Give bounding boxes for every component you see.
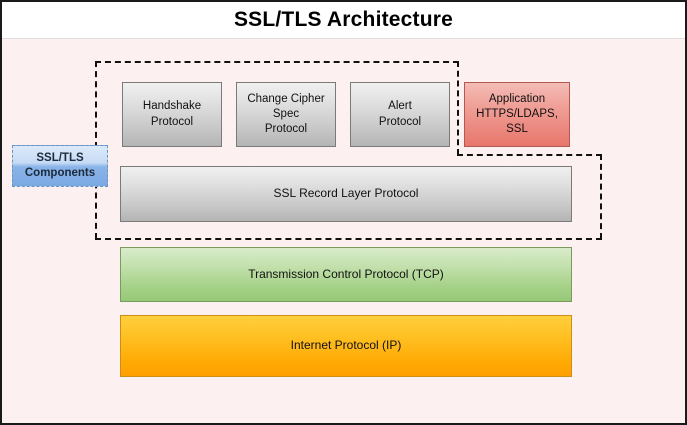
- components-outline-step: [457, 154, 602, 156]
- ip-box: Internet Protocol (IP): [120, 315, 572, 377]
- change-cipher-line-3: Protocol: [264, 123, 308, 136]
- alert-protocol-box: Alert Protocol: [350, 82, 450, 147]
- title-band: [2, 2, 685, 39]
- tcp-box: Transmission Control Protocol (TCP): [120, 247, 572, 302]
- handshake-line-1: Handshake: [142, 100, 202, 113]
- change-cipher-line-1: Change Cipher: [247, 92, 325, 105]
- page-title: SSL/TLS Architecture: [233, 8, 454, 31]
- application-line-2: HTTPS/LDAPS,: [476, 107, 558, 120]
- alert-line-2: Protocol: [378, 115, 422, 128]
- handshake-protocol-box: Handshake Protocol: [122, 82, 222, 147]
- components-label-line-2: Components: [24, 167, 96, 179]
- components-outline-right-upper: [457, 61, 459, 155]
- ssl-record-layer-label: SSL Record Layer Protocol: [273, 186, 419, 201]
- ip-label: Internet Protocol (IP): [290, 338, 402, 353]
- ssl-tls-components-label: SSL/TLS Components: [12, 145, 108, 187]
- handshake-line-2: Protocol: [150, 115, 194, 128]
- components-outline-bottom: [95, 238, 602, 240]
- alert-line-1: Alert: [388, 100, 412, 113]
- change-cipher-line-2: Spec: [272, 107, 300, 120]
- application-line-3: SSL: [506, 123, 528, 136]
- components-label-line-1: SSL/TLS: [36, 151, 84, 164]
- change-cipher-spec-protocol-box: Change Cipher Spec Protocol: [236, 82, 336, 147]
- ssl-record-layer-box: SSL Record Layer Protocol: [120, 166, 572, 222]
- application-protocol-box: Application HTTPS/LDAPS, SSL: [464, 82, 570, 147]
- application-line-1: Application: [488, 92, 546, 105]
- components-outline-right-lower: [600, 154, 602, 239]
- tcp-label: Transmission Control Protocol (TCP): [248, 266, 444, 281]
- components-outline-top: [95, 61, 459, 63]
